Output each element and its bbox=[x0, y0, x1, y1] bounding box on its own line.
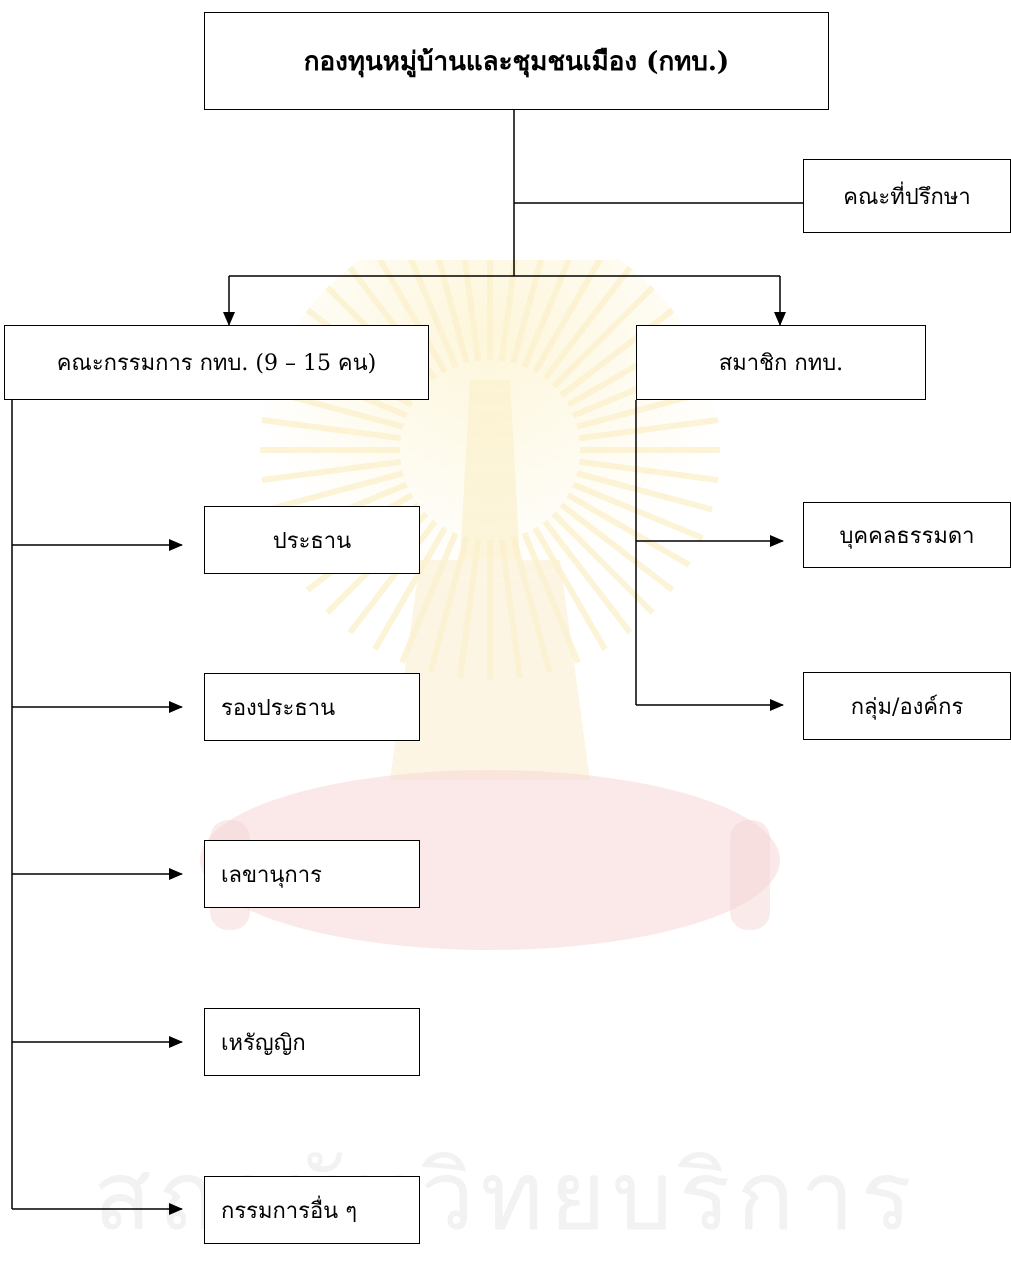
seal-ray bbox=[578, 417, 719, 442]
seal-ray bbox=[532, 526, 608, 651]
groups-node-label: กลุ่ม/องค์กร bbox=[850, 694, 964, 720]
other-members-node: กรรมการอื่น ๆ bbox=[204, 1176, 420, 1244]
treasurer-node-label: เหรัญญิก bbox=[221, 1030, 306, 1056]
seal-ray bbox=[261, 458, 402, 483]
committee-node: คณะกรรมการ กทบ. (9 – 15 คน) bbox=[4, 325, 429, 400]
individuals-node-label: บุคคลธรรมดา bbox=[839, 523, 975, 549]
seal-ray bbox=[510, 536, 553, 673]
seal-ray bbox=[532, 260, 604, 374]
seal-ray bbox=[498, 260, 519, 362]
seal-ray bbox=[435, 260, 470, 364]
seal-ray bbox=[576, 470, 713, 513]
seal-ray bbox=[457, 538, 482, 679]
root-node-label: กองทุนหมู่บ้านและชุมชนเมือง (กทบ.) bbox=[303, 46, 730, 77]
seal-ray bbox=[566, 492, 691, 568]
seal-ray bbox=[542, 265, 633, 381]
seal-ray bbox=[399, 532, 459, 664]
seal-ray bbox=[542, 519, 633, 635]
seal-ray bbox=[521, 532, 581, 664]
groups-node: กลุ่ม/องค์กร bbox=[803, 672, 1011, 740]
seal-ray bbox=[510, 260, 545, 364]
individuals-node: บุคคลธรรมดา bbox=[803, 502, 1011, 568]
seal-ray bbox=[461, 260, 482, 362]
seal-ray bbox=[559, 307, 675, 398]
seal-ray bbox=[376, 260, 448, 374]
seal-ray bbox=[261, 417, 402, 442]
secretary-node: เลขานุการ bbox=[204, 840, 420, 908]
seal-ray bbox=[427, 536, 470, 673]
seal-ray bbox=[267, 470, 404, 513]
treasurer-node: เหรัญญิก bbox=[204, 1008, 420, 1076]
chairman-node-label: ประธาน bbox=[272, 528, 352, 554]
committee-node-label: คณะกรรมการ กทบ. (9 – 15 คน) bbox=[56, 351, 377, 376]
secretary-node-label: เลขานุการ bbox=[221, 862, 322, 888]
chairman-node: ประธาน bbox=[204, 506, 420, 574]
seal-ray bbox=[408, 260, 459, 368]
advisor-node-label: คณะที่ปรึกษา bbox=[843, 184, 971, 210]
seal-ray bbox=[572, 481, 704, 541]
seal-ray bbox=[372, 526, 448, 651]
seal-ray bbox=[521, 260, 572, 368]
members-node: สมาชิก กทบ. bbox=[636, 325, 926, 400]
seal-ray bbox=[551, 285, 655, 389]
seal-ray bbox=[559, 502, 675, 593]
org-chart-connectors bbox=[11, 110, 803, 1215]
seal-ray bbox=[578, 458, 719, 483]
seal-ray bbox=[498, 538, 523, 679]
seal-ray bbox=[347, 519, 438, 635]
root-node: กองทุนหมู่บ้านและชุมชนเมือง (กทบ.) bbox=[204, 12, 829, 110]
other-members-node-label: กรรมการอื่น ๆ bbox=[221, 1198, 358, 1224]
vice-chairman-node: รองประธาน bbox=[204, 673, 420, 741]
vice-chairman-node-label: รองประธาน bbox=[221, 695, 336, 721]
members-node-label: สมาชิก กทบ. bbox=[718, 351, 844, 376]
advisor-node: คณะที่ปรึกษา bbox=[803, 159, 1011, 233]
